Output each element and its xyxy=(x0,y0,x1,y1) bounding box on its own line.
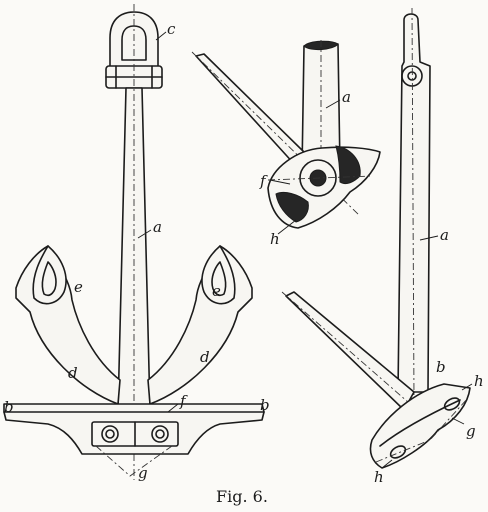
label-h-side-bottom: h xyxy=(374,468,384,486)
figure-caption: Fig. 6. xyxy=(216,487,268,506)
label-a-side: a xyxy=(440,226,449,244)
label-f-front: f xyxy=(179,392,188,410)
label-c-shackle: c xyxy=(167,20,176,38)
anchor-side-view xyxy=(281,7,471,469)
label-f-detail: f xyxy=(259,172,268,190)
label-b-left: b xyxy=(4,398,14,416)
label-a-front: a xyxy=(153,218,162,236)
label-b-right: b xyxy=(260,396,270,414)
left-fluke xyxy=(32,245,67,305)
label-h-detail: h xyxy=(270,230,280,248)
label-b-side: b xyxy=(436,358,446,376)
anchor-head-detail xyxy=(191,40,381,229)
anchor-shackle xyxy=(105,11,163,89)
label-e-right: e xyxy=(212,282,221,300)
leader-lines xyxy=(137,31,473,469)
anchor-front-view xyxy=(3,4,265,480)
label-g-side: g xyxy=(466,422,476,440)
side-shank xyxy=(397,13,431,393)
label-g-front: g xyxy=(138,464,148,482)
label-h-side-top: h xyxy=(474,372,484,390)
label-a-detail: a xyxy=(342,88,351,106)
label-e-left: e xyxy=(74,278,83,296)
right-fluke xyxy=(201,245,236,305)
detail-arm xyxy=(195,53,305,167)
label-d-right: d xyxy=(200,348,210,366)
label-d-left: d xyxy=(68,364,78,382)
part-labels: a c e e d d b b f g a f h a b h g h xyxy=(4,20,484,486)
